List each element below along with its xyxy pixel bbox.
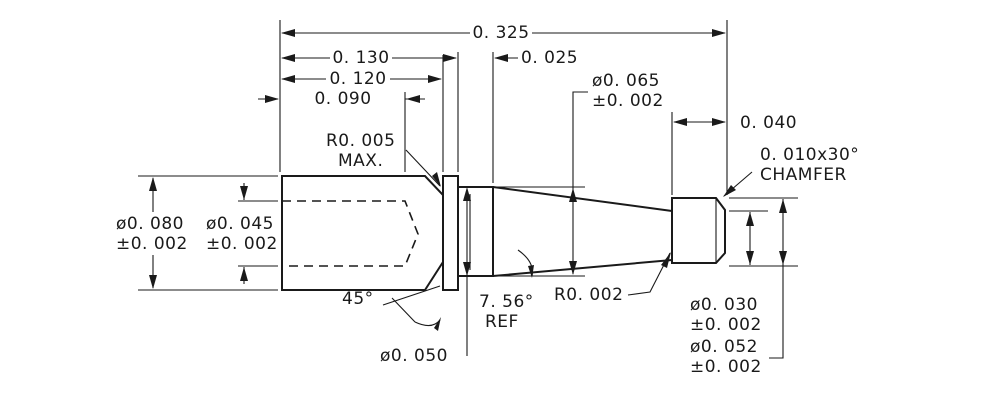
dim-0040: 0. 040 <box>740 113 797 133</box>
dim-tol-0052: ±0. 002 <box>690 357 762 377</box>
note-chamfer-label: CHAMFER <box>760 165 847 185</box>
dim-dia-0050: ø0. 050 <box>380 346 448 366</box>
note-radius-0005: R0. 005 <box>326 131 395 151</box>
dimension-labels: 0. 325 0. 130 0. 025 0. 120 0. 090 ø0. 0… <box>116 23 859 377</box>
note-angle-45: 45° <box>342 289 374 309</box>
note-chamfer-size: 0. 010x30° <box>760 145 859 165</box>
dim-overall-length: 0. 325 <box>472 23 529 43</box>
extension-lines <box>138 20 798 291</box>
part-outline <box>281 175 726 291</box>
dim-0130: 0. 130 <box>332 48 389 68</box>
dim-dia-0030: ø0. 030 <box>690 295 758 315</box>
dimension-lines <box>149 29 787 359</box>
dim-tol-0030: ±0. 002 <box>690 315 762 335</box>
dim-dia-0065: ø0. 065 <box>592 71 660 91</box>
dim-tol-0045: ±0. 002 <box>206 234 278 254</box>
dim-0025: 0. 025 <box>521 48 578 68</box>
dim-0120: 0. 120 <box>329 69 386 89</box>
dim-dia-0052: ø0. 052 <box>690 337 758 357</box>
note-radius-0002: R0. 002 <box>554 285 623 305</box>
note-radius-max: MAX. <box>338 151 383 171</box>
dim-dia-0045: ø0. 045 <box>206 214 274 234</box>
leader-lines <box>382 149 753 331</box>
note-angle-756: 7. 56° <box>479 292 534 312</box>
dim-tol-0065: ±0. 002 <box>592 91 664 111</box>
note-angle-ref: REF <box>485 312 519 332</box>
dim-dia-0080: ø0. 080 <box>116 214 184 234</box>
dim-0090: 0. 090 <box>314 89 371 109</box>
dim-tol-0080: ±0. 002 <box>116 234 188 254</box>
